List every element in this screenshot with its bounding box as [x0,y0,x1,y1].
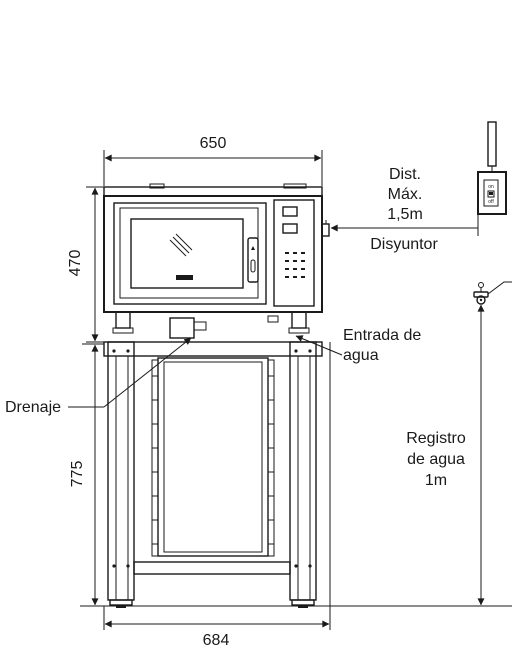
dim-oven-width: 650 [103,135,323,186]
water-valve-group: Registro de agua 1m [406,281,512,606]
oven-width-label: 650 [200,135,227,152]
dist-label-3: 1,5m [387,206,423,223]
breaker-switch [477,171,507,215]
stand-height-label: 775 [69,461,86,488]
stand-width-label: 684 [203,632,230,649]
breaker-group: Dist. Máx. 1,5m Disyuntor on off [330,121,507,253]
door-handle [247,237,259,283]
drain-callout: Drenaje [5,337,192,416]
dim-stand-width: 684 [103,342,331,649]
panel-buttons [285,252,305,278]
oven-window [130,218,244,289]
switch-off-label: off [488,199,494,205]
dim-oven-height: 470 [67,186,104,343]
water-valve-label-3: 1m [425,472,447,489]
drain-box [169,317,195,339]
breaker-label: Disyuntor [370,236,438,253]
stand [103,341,323,608]
oven-height-label: 470 [67,250,84,277]
water-inlet-label-1: Entrada de [343,327,421,344]
oven [103,183,330,339]
water-valve-label-2: de agua [407,451,465,468]
oven-body [103,195,323,313]
switch-on-label: on [488,184,494,190]
control-panel [273,199,315,307]
water-valve-label-1: Registro [406,430,466,447]
water-inlet-label-2: agua [343,347,379,364]
oven-door [113,202,267,305]
dist-label-2: Máx. [388,186,423,203]
dim-stand-height: 775 [69,343,104,606]
stand-left-leg [107,341,135,601]
door-badge [176,275,193,280]
stand-right-leg [289,341,317,601]
tray-rack [157,357,269,557]
dist-label-1: Dist. [389,166,421,183]
panel-display-2 [282,223,298,234]
drain-label: Drenaje [5,399,61,416]
panel-display-1 [282,206,298,217]
water-inlet-callout: Entrada de agua [295,327,421,364]
